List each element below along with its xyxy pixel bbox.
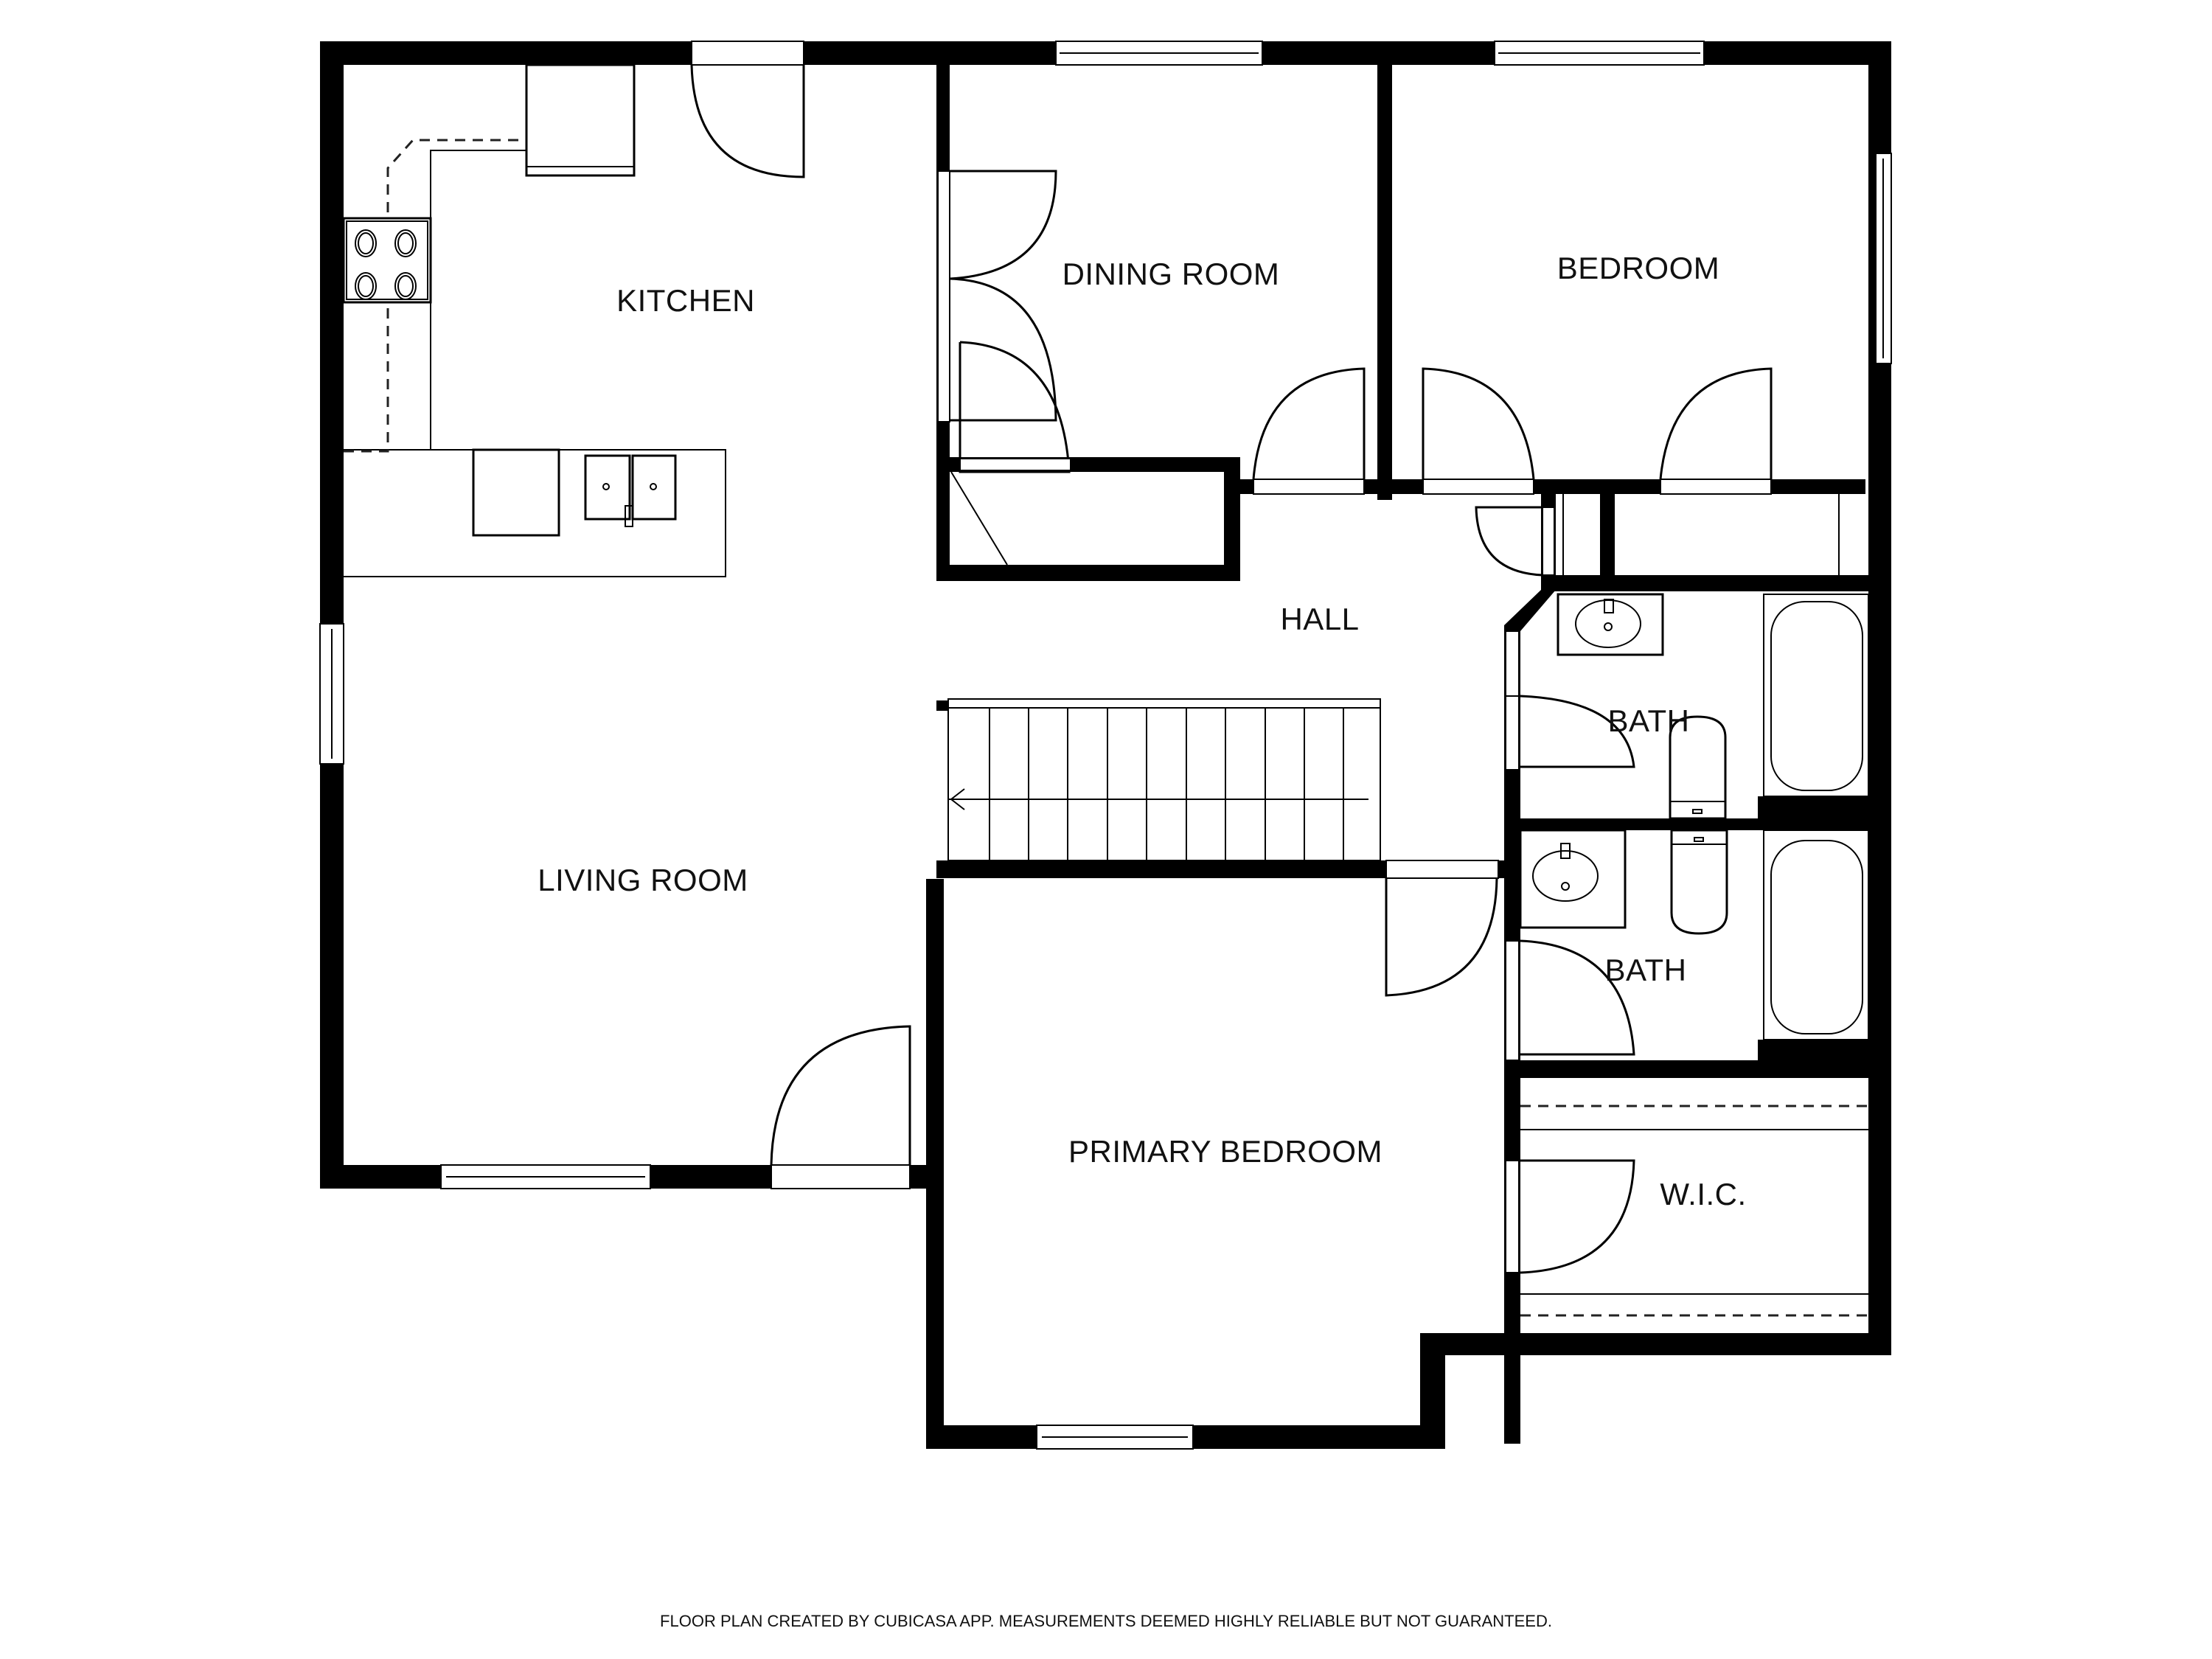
room-label-primary-bedroom: PRIMARY BEDROOM bbox=[1068, 1134, 1383, 1169]
room-label-wic: W.I.C. bbox=[1660, 1177, 1747, 1211]
room-label-hall: HALL bbox=[1280, 602, 1360, 636]
doors bbox=[690, 41, 1840, 1274]
disclaimer-footer: FLOOR PLAN CREATED BY CUBICASA APP. MEAS… bbox=[660, 1612, 1552, 1630]
room-label-living-room: LIVING ROOM bbox=[538, 863, 748, 897]
kitchen-fixtures bbox=[342, 63, 726, 577]
windows bbox=[319, 41, 1892, 1450]
stairs bbox=[947, 698, 1381, 861]
stove-icon bbox=[342, 217, 432, 304]
bath-fixtures bbox=[1519, 593, 1869, 1040]
room-label-bath-upper: BATH bbox=[1607, 703, 1690, 738]
room-label-bedroom: BEDROOM bbox=[1557, 251, 1720, 285]
closet-shelves bbox=[1520, 1105, 1868, 1317]
room-label-dining-room: DINING ROOM bbox=[1062, 257, 1280, 291]
room-label-kitchen: KITCHEN bbox=[616, 283, 755, 318]
sink-icon bbox=[584, 454, 631, 521]
room-label-bath-lower: BATH bbox=[1604, 953, 1687, 987]
stair-direction-arrow-icon bbox=[950, 788, 965, 810]
